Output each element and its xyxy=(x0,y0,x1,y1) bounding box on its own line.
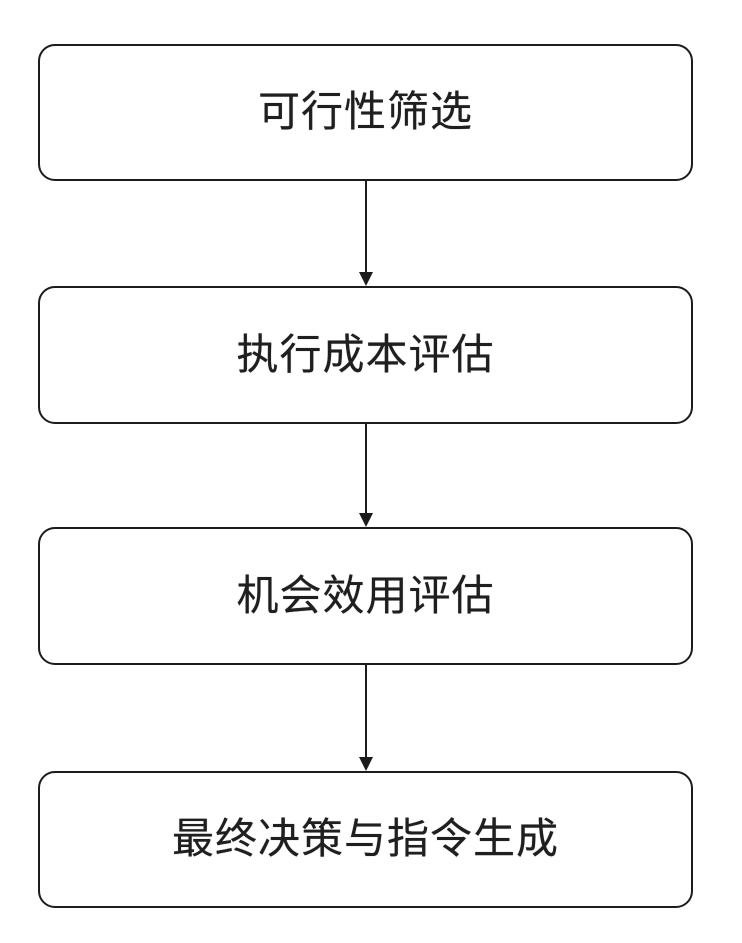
arrow-line xyxy=(365,424,367,516)
flow-node-feasibility-screening: 可行性筛选 xyxy=(38,44,693,181)
arrow-head-down-icon xyxy=(359,513,373,527)
down-arrow-connector-3 xyxy=(359,665,373,771)
down-arrow-connector-1 xyxy=(359,181,373,286)
arrow-line xyxy=(365,665,367,760)
flow-node-opportunity-utility-assessment: 机会效用评估 xyxy=(38,527,693,665)
arrow-head-down-icon xyxy=(359,757,373,771)
down-arrow-connector-2 xyxy=(359,424,373,527)
arrow-head-down-icon xyxy=(359,272,373,286)
flow-node-label: 最终决策与指令生成 xyxy=(171,815,559,863)
flow-node-final-decision-and-instruction-generation: 最终决策与指令生成 xyxy=(38,771,693,908)
flow-node-label: 机会效用评估 xyxy=(236,571,495,619)
flow-node-execution-cost-assessment: 执行成本评估 xyxy=(38,286,693,424)
flow-node-label: 可行性筛选 xyxy=(257,88,473,136)
arrow-line xyxy=(365,181,367,275)
flow-node-label: 执行成本评估 xyxy=(236,330,495,378)
